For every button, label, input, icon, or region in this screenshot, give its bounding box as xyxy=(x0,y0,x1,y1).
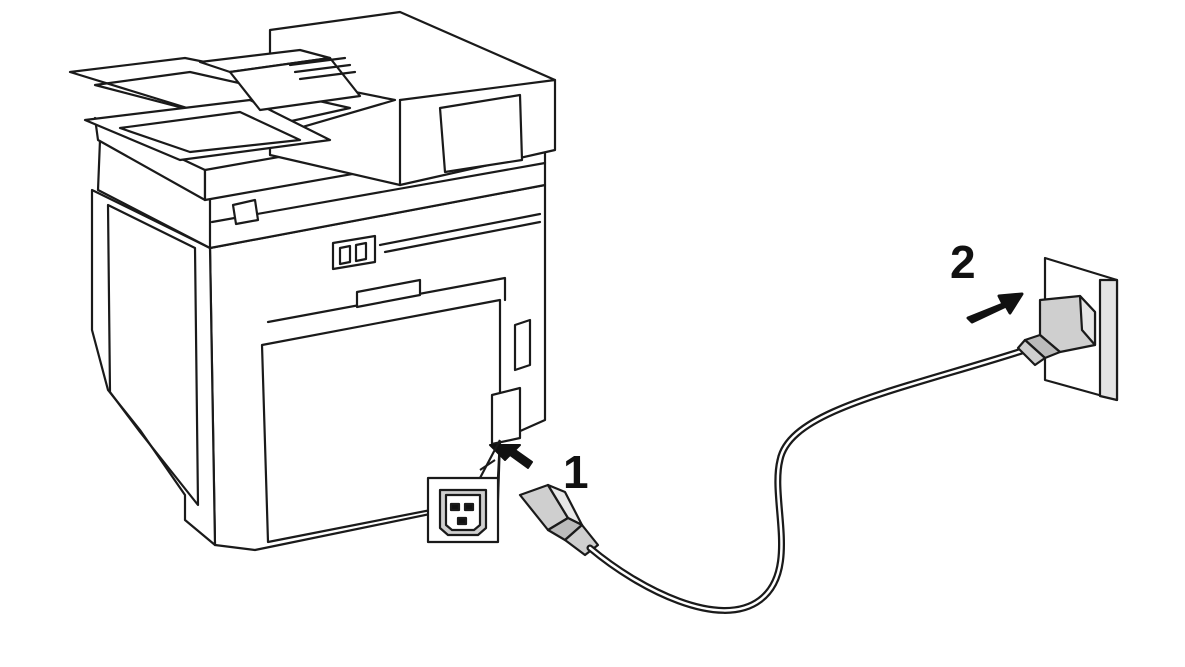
printer-illustration xyxy=(68,10,557,552)
power-inlet-detail xyxy=(426,439,501,544)
power-cord xyxy=(586,346,1029,614)
power-cord-plug-2 xyxy=(1016,294,1097,367)
insert-arrow-2-icon xyxy=(966,292,1024,324)
step-2-label: 2 xyxy=(950,236,976,288)
step-1-label: 1 xyxy=(563,446,589,498)
